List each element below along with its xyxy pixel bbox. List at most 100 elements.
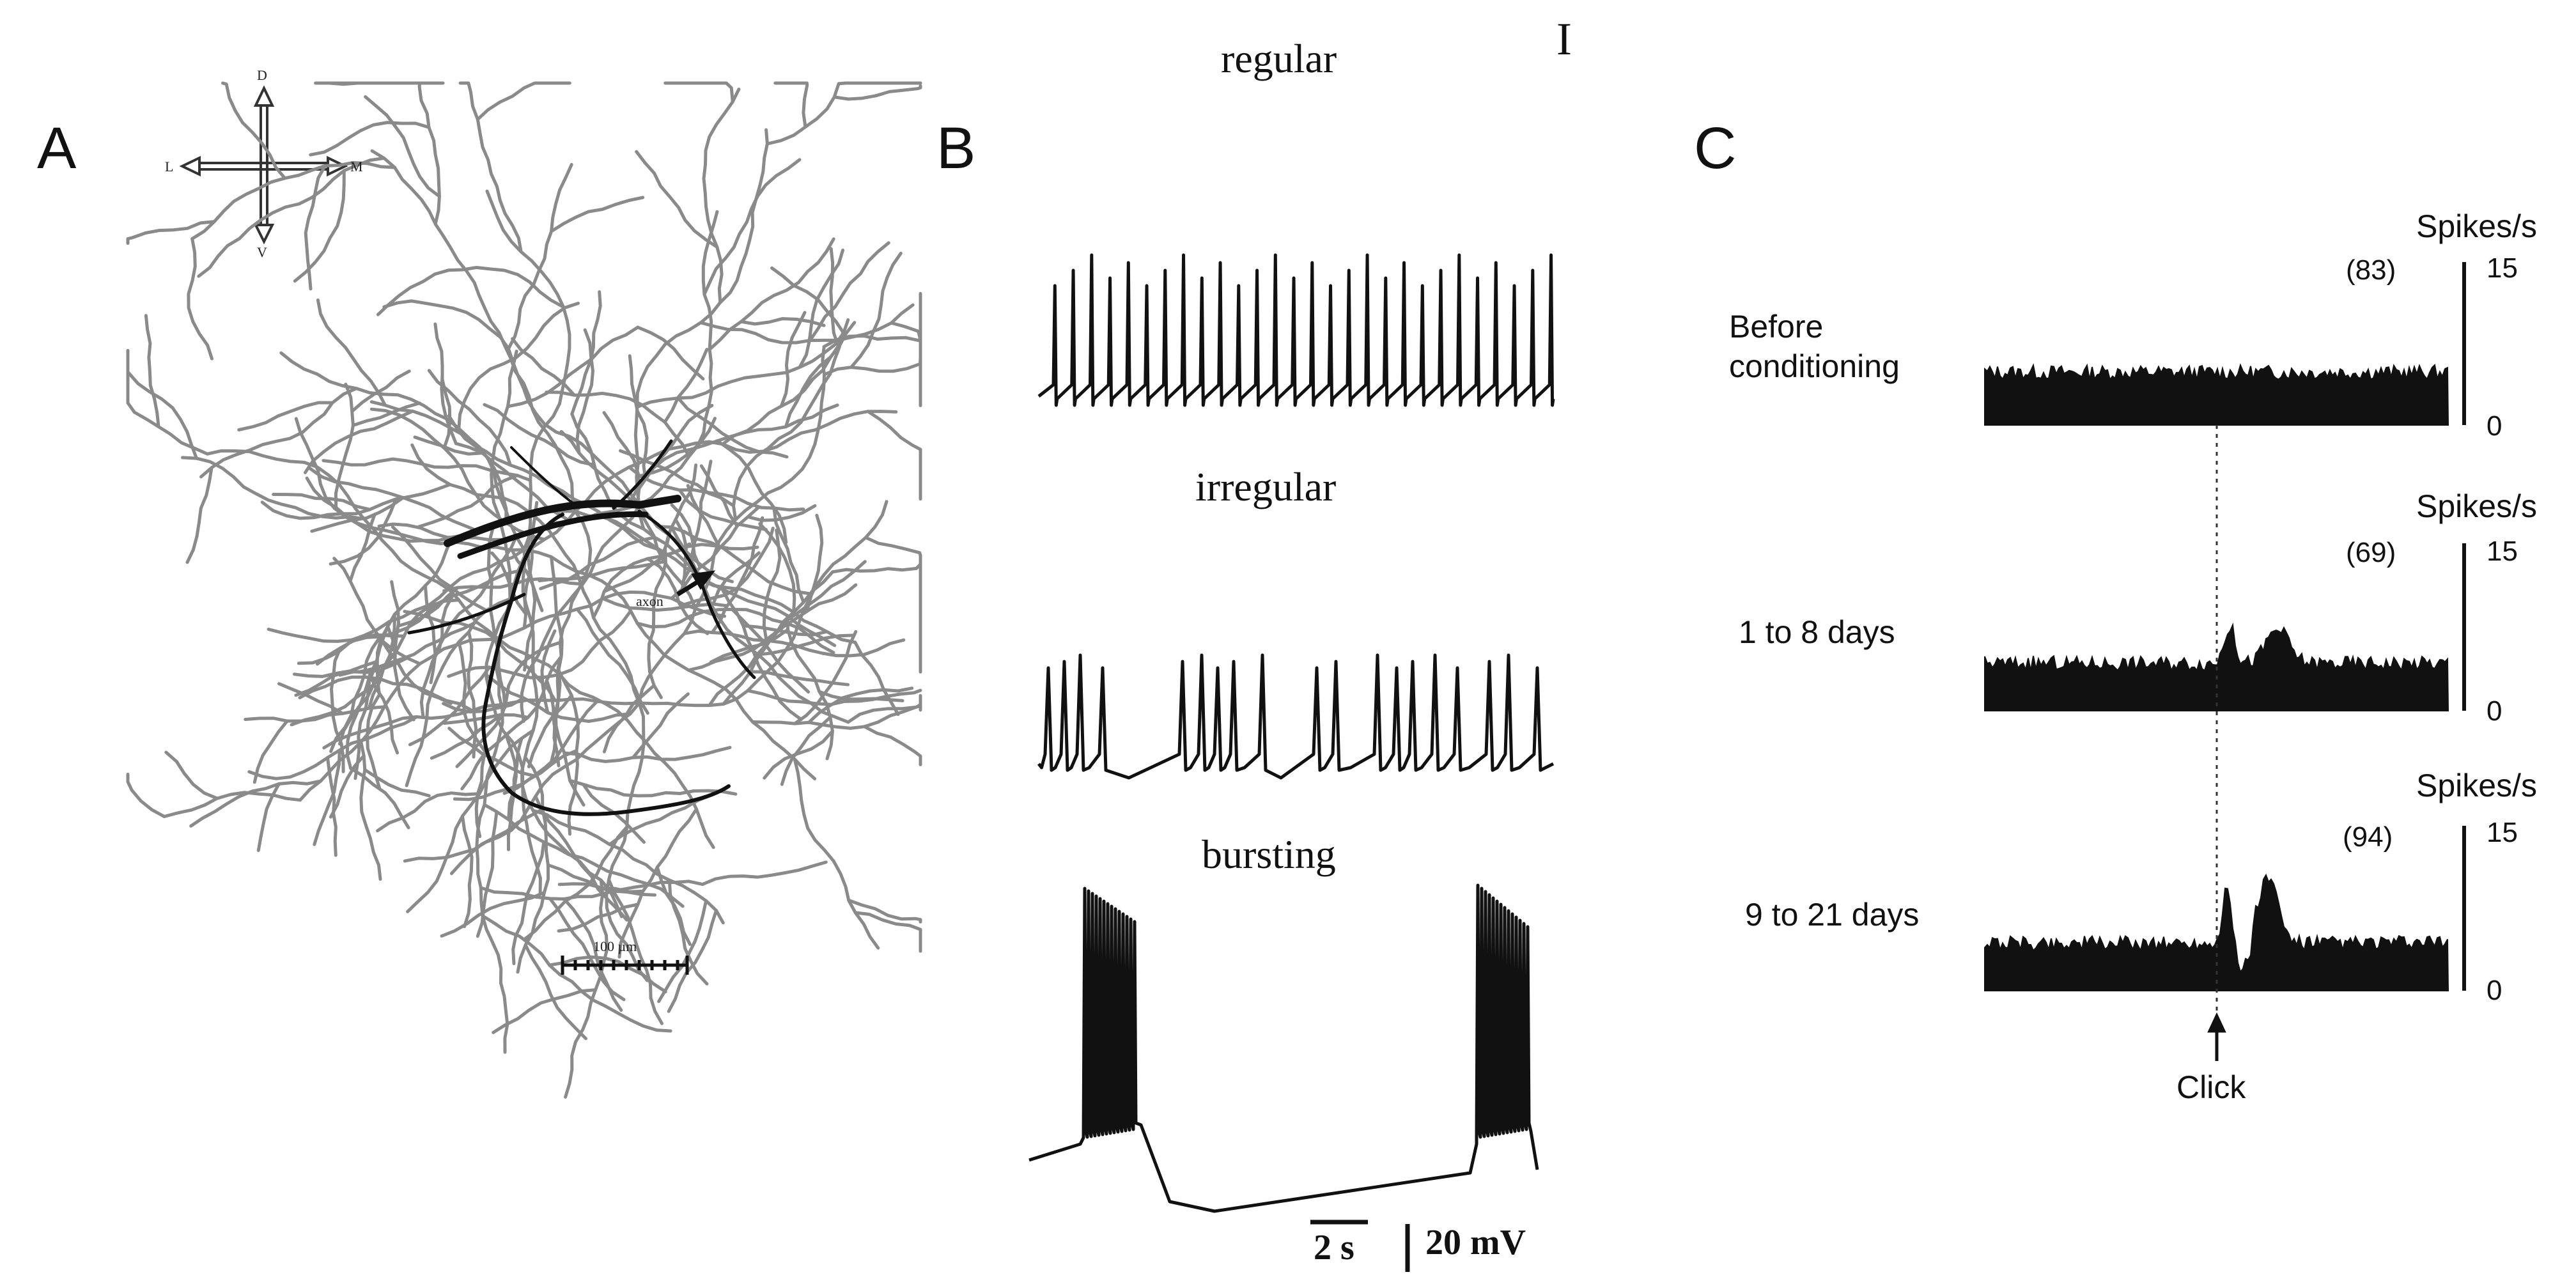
- dendrite-branch: [403, 610, 557, 702]
- dendrite-branch: [190, 161, 396, 240]
- dendrite-branch: [299, 637, 500, 802]
- dendrite-branch: [545, 391, 691, 458]
- scale-bar-100um: [561, 956, 689, 975]
- time-scale-label: 2 s: [1314, 1228, 1354, 1267]
- dendrite-branch: [636, 325, 705, 381]
- dendrite-branch: [417, 474, 519, 529]
- axon-label: axon: [636, 593, 663, 609]
- hist-1to8-ymax: 15: [2487, 536, 2518, 567]
- dendrite-branch: [185, 466, 213, 564]
- compass-label-v: V: [257, 244, 267, 260]
- dendrite-branch: [637, 210, 719, 507]
- dendrite-branch: [391, 525, 488, 612]
- hist-1to8-ymin: 0: [2487, 695, 2502, 727]
- dendrite-branch: [481, 914, 672, 1033]
- dendrite-branch: [351, 401, 422, 427]
- dendrite-branch: [181, 456, 366, 521]
- dendrite-branch: [127, 371, 198, 460]
- dendrite-branch: [832, 84, 922, 101]
- dendrite-branch: [244, 705, 386, 723]
- dendrite-branch: [686, 484, 722, 550]
- hist-1to8-unit: Spikes/s: [2416, 488, 2537, 524]
- dendrite-branch: [773, 81, 809, 129]
- dendrite-branch: [442, 713, 530, 725]
- dendrite-branch: [457, 302, 580, 430]
- dendrite-branch: [368, 672, 400, 755]
- hist-1to8-ntrials: (69): [2346, 537, 2396, 568]
- dendrite-branch: [382, 299, 641, 507]
- dendrite-branch: [267, 548, 526, 643]
- dendrite-branch: [376, 266, 565, 316]
- dendrite-branch: [430, 711, 504, 760]
- dendrite-branch: [511, 840, 546, 965]
- click-arrow-icon: [2207, 1012, 2226, 1061]
- dendrite-branch: [187, 237, 213, 360]
- dendrite-branch: [485, 189, 571, 552]
- dendrite-branch: [329, 497, 398, 566]
- dendrite-branch: [866, 410, 922, 501]
- dendrite-branch: [197, 157, 386, 278]
- dendrite-branch: [763, 729, 834, 780]
- dendrite-branch: [605, 701, 649, 982]
- histogram-before-conditioning: [1984, 363, 2449, 426]
- dendrite-branch: [539, 536, 656, 591]
- dendrite-branch: [646, 557, 710, 635]
- dendrite-branch: [534, 794, 628, 922]
- dendrite-branch: [486, 525, 507, 709]
- hist-before-ymin: 0: [2487, 410, 2502, 442]
- dendrite-branch: [293, 169, 346, 283]
- dendrite-branch: [423, 584, 437, 685]
- dendrite-branch: [345, 620, 391, 770]
- dendrite-branch: [479, 879, 704, 901]
- voltage-scale-label: 20 mV: [1425, 1223, 1526, 1262]
- compass-label-l: L: [165, 159, 174, 174]
- panel-c-letter: C: [1694, 116, 1737, 181]
- dendrite-branch: [573, 410, 898, 513]
- compass-label-m: M: [350, 159, 363, 174]
- dendrite-branch: [309, 121, 431, 157]
- dendrite-branch: [663, 81, 734, 104]
- dendrite-branch: [822, 294, 922, 348]
- dendrite-branch: [678, 488, 768, 531]
- dendrite-branch: [635, 331, 845, 409]
- dendrite-branch: [417, 81, 445, 226]
- dendrite-branch: [635, 608, 835, 655]
- dendrite-branch: [237, 401, 334, 431]
- dendrite-branch: [557, 882, 645, 894]
- panel-b-letter: B: [936, 116, 976, 181]
- dendrite-branch: [522, 500, 539, 630]
- trace-label-bursting: bursting: [1202, 832, 1336, 877]
- dendrite-branch: [405, 596, 513, 787]
- dendrite-branch: [660, 463, 698, 558]
- trace-label-irregular: irregular: [1195, 464, 1337, 509]
- dendrite-branch: [206, 449, 500, 641]
- dendrite-branch: [221, 81, 287, 180]
- panel-a-letter: A: [37, 116, 77, 181]
- dendrite-branch: [247, 715, 419, 780]
- dendrite-branch: [722, 583, 858, 706]
- dendrite-branch: [408, 665, 492, 747]
- dendrite-branch: [492, 988, 598, 1034]
- dendrite-branch: [386, 624, 415, 722]
- dendrite-branch: [562, 897, 623, 1012]
- dendrite-branch: [779, 311, 807, 408]
- dendrite-branch: [453, 699, 599, 802]
- dendrite-branch: [702, 158, 802, 296]
- dendrite-branch: [531, 809, 725, 925]
- dendrite-branch: [637, 345, 826, 705]
- dendrite-branch: [410, 443, 641, 705]
- dendrite-branch: [628, 354, 649, 481]
- dendrite-branch: [751, 702, 922, 730]
- dendrite-branch: [506, 325, 640, 408]
- dendrite-branch: [563, 746, 732, 763]
- dendrite-branch: [370, 149, 577, 513]
- soma-and-axon: [407, 439, 756, 816]
- dendrite-branch: [663, 348, 709, 424]
- hist-9to21-ntrials: (94): [2343, 821, 2393, 853]
- dendrite-branch: [497, 590, 727, 641]
- dendrite-branch: [126, 220, 216, 245]
- dendrite-branch: [314, 81, 435, 86]
